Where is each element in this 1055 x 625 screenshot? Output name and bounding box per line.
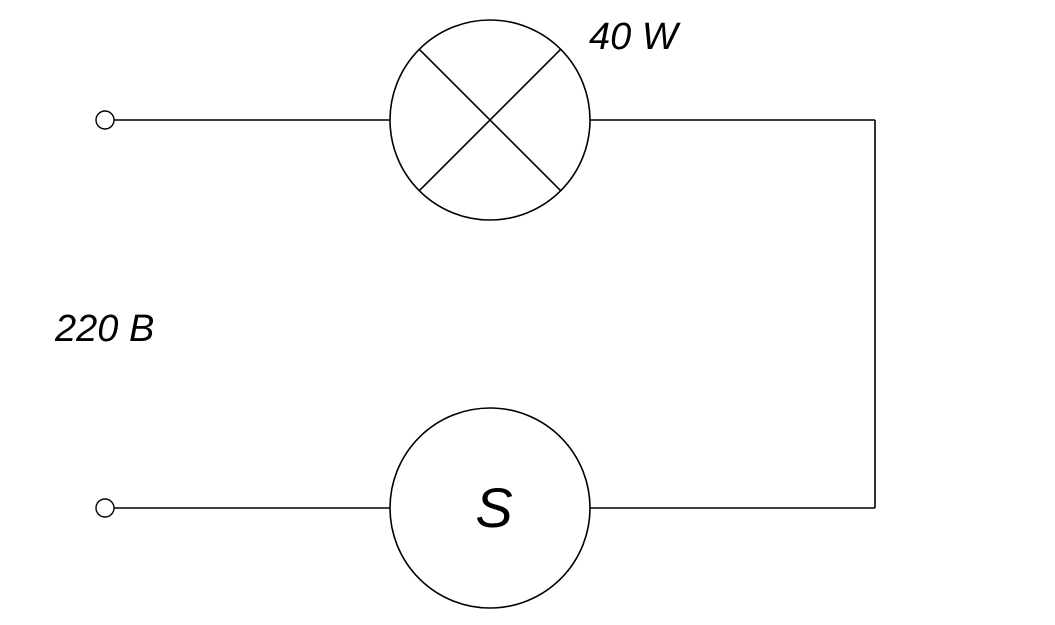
lamp-circle <box>389 19 591 221</box>
device-circle <box>389 407 591 609</box>
supply-voltage-label: 220 B <box>54 308 154 350</box>
lamp-cross-line-2 <box>418 48 562 192</box>
device-label: S <box>475 476 512 539</box>
terminal-bottom <box>95 498 115 518</box>
terminal-top <box>95 110 115 130</box>
device-symbol: S <box>389 407 591 609</box>
lamp-power-label: 40 W <box>589 16 681 58</box>
lamp-symbol <box>389 19 591 221</box>
